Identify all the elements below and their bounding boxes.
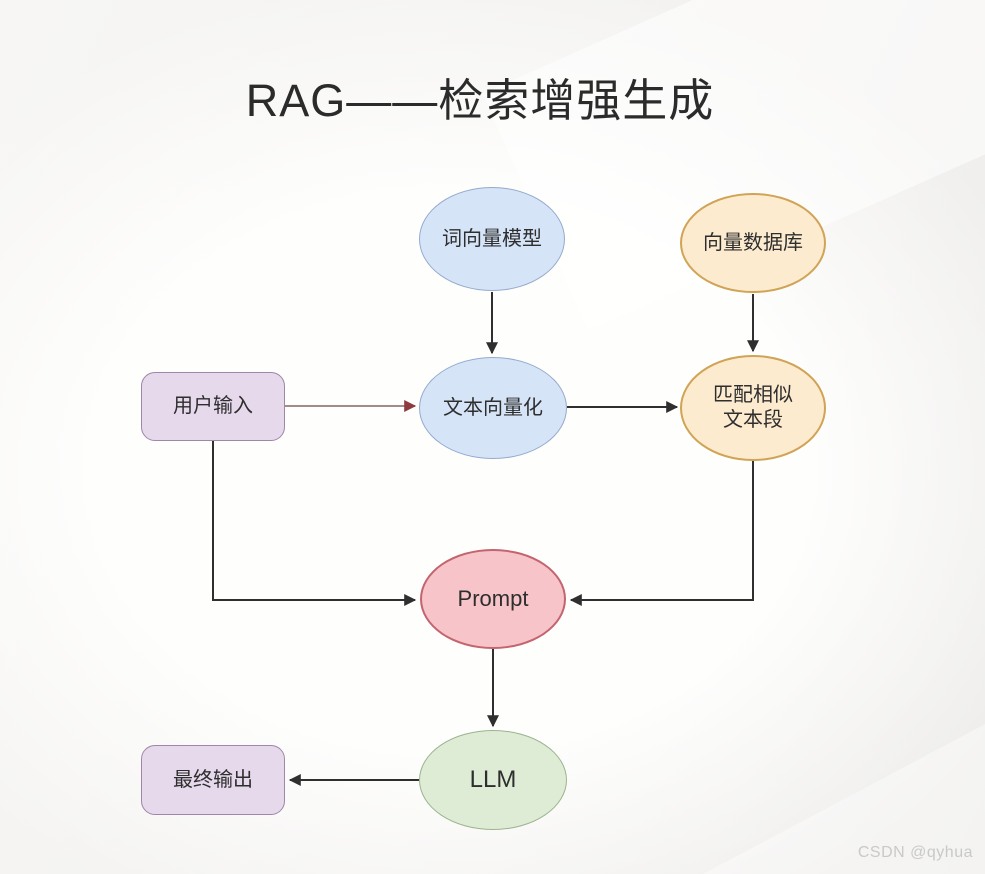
node-llm: LLM — [419, 730, 567, 830]
node-final-output-label: 最终输出 — [173, 768, 253, 791]
node-user-input: 用户输入 — [141, 372, 285, 441]
node-prompt: Prompt — [420, 549, 566, 649]
node-user-input-label: 用户输入 — [173, 395, 253, 417]
node-text-vectorization: 文本向量化 — [419, 357, 567, 459]
edge-match-similar-to-prompt — [569, 461, 754, 606]
node-match-similar-text-label-line2: 文本段 — [723, 409, 783, 431]
node-vector-database: 向量数据库 — [680, 193, 826, 293]
node-llm-label: LLM — [469, 766, 517, 793]
page-title: RAG——检索增强生成 — [245, 75, 715, 126]
node-match-similar-text-label-line1: 匹配相似 — [713, 384, 793, 406]
node-prompt-label: Prompt — [457, 586, 529, 612]
csdn-watermark: CSDN @qyhua — [857, 844, 973, 861]
node-word-vector-model: 词向量模型 — [419, 187, 565, 291]
node-match-similar-text: 匹配相似 文本段 — [680, 355, 826, 461]
node-vector-database-label: 向量数据库 — [703, 231, 803, 254]
node-word-vector-model-label: 词向量模型 — [442, 227, 542, 250]
edge-user-input-to-prompt — [212, 441, 417, 606]
node-final-output: 最终输出 — [141, 745, 285, 815]
node-text-vectorization-label: 文本向量化 — [443, 396, 543, 419]
